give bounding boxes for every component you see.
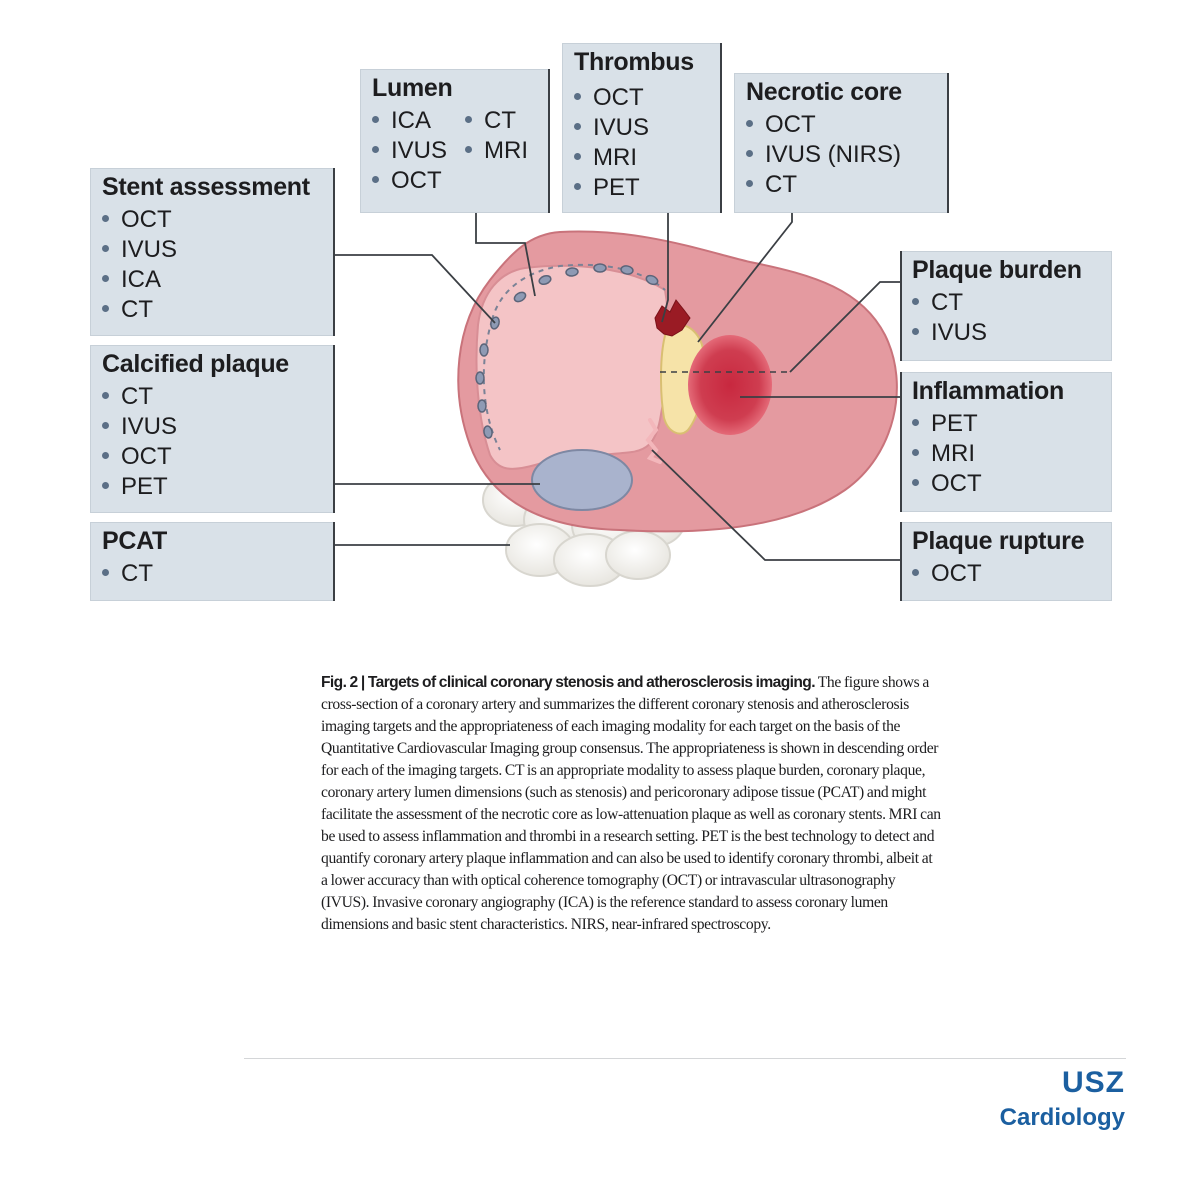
- list-item: PET: [102, 472, 177, 502]
- bullet-icon: [912, 298, 919, 306]
- list-item: MRI: [465, 136, 528, 166]
- plaque-rupture-box: Plaque rupture OCT: [900, 522, 1112, 601]
- bullet-icon: [746, 150, 753, 158]
- lumen-area: [475, 264, 670, 470]
- list-item: PET: [574, 173, 649, 203]
- bullet-icon: [102, 215, 109, 223]
- list-item: OCT: [912, 469, 982, 499]
- plaque-rupture: [645, 418, 662, 464]
- list-item: OCT: [574, 83, 649, 113]
- bullet-icon: [574, 123, 581, 131]
- list-item: IVUS: [102, 412, 177, 442]
- bullet-icon: [746, 180, 753, 188]
- list-item: CT: [746, 170, 901, 200]
- caption-lead: Fig. 2 | Targets of clinical coronary st…: [321, 674, 816, 691]
- brand-logo-usz: USZ: [1062, 1066, 1125, 1099]
- inflammation-box: Inflammation PET MRI OCT: [900, 372, 1112, 512]
- list-item: IVUS: [372, 136, 447, 166]
- artery-cross-section-illustration: [335, 213, 900, 587]
- list-item: OCT: [746, 110, 901, 140]
- lumen-modalities-col2: CT MRI: [465, 106, 528, 166]
- bullet-icon: [574, 153, 581, 161]
- list-item: CT: [102, 295, 177, 325]
- thrombus-modalities: OCT IVUS MRI PET: [574, 83, 649, 203]
- list-item: MRI: [574, 143, 649, 173]
- bullet-icon: [912, 569, 919, 577]
- leader-lines: [335, 213, 900, 561]
- stent-outline: [491, 263, 666, 321]
- list-item: CT: [465, 106, 528, 136]
- stent-assessment-box: Stent assessment OCT IVUS ICA CT: [90, 168, 335, 336]
- inflammation-title: Inflammation: [912, 377, 1064, 405]
- list-item: CT: [102, 559, 153, 589]
- inflammation-modalities: PET MRI OCT: [912, 409, 982, 499]
- list-item: IVUS: [574, 113, 649, 143]
- lumen-modalities-col1: ICA IVUS OCT: [372, 106, 447, 196]
- plaque-rupture-modalities: OCT: [912, 559, 982, 589]
- plaque-burden-modalities: CT IVUS: [912, 288, 987, 348]
- bullet-icon: [102, 482, 109, 490]
- lumen-title: Lumen: [372, 74, 453, 102]
- pcat-box: PCAT CT: [90, 522, 335, 601]
- bullet-icon: [102, 422, 109, 430]
- pcat-title: PCAT: [102, 527, 167, 555]
- bullet-icon: [912, 479, 919, 487]
- brand-department: Cardiology: [999, 1104, 1125, 1131]
- bullet-icon: [102, 275, 109, 283]
- bullet-icon: [465, 116, 472, 124]
- bullet-icon: [102, 392, 109, 400]
- calcified-plaque-box: Calcified plaque CT IVUS OCT PET: [90, 345, 335, 513]
- list-item: IVUS: [912, 318, 987, 348]
- calcified-plaque: [531, 449, 633, 511]
- bullet-icon: [912, 419, 919, 427]
- bullet-icon: [102, 305, 109, 313]
- plaque-rupture-title: Plaque rupture: [912, 527, 1085, 555]
- thrombus: [654, 299, 691, 337]
- bullet-icon: [912, 328, 919, 336]
- artery-cross-section-figure: Lumen ICA IVUS OCT CT MRI Thrombus OCT I…: [90, 43, 1112, 601]
- list-item: ICA: [102, 265, 177, 295]
- divider: [244, 1058, 1126, 1059]
- bullet-icon: [102, 452, 109, 460]
- list-item: IVUS (NIRS): [746, 140, 901, 170]
- stent-assessment-modalities: OCT IVUS ICA CT: [102, 205, 177, 325]
- figure-caption: Fig. 2 | Targets of clinical coronary st…: [321, 672, 941, 936]
- caption-body: The figure shows a cross-section of a co…: [321, 674, 941, 933]
- bullet-icon: [102, 569, 109, 577]
- calcified-plaque-title: Calcified plaque: [102, 350, 289, 378]
- calcified-plaque-modalities: CT IVUS OCT PET: [102, 382, 177, 502]
- bullet-icon: [372, 116, 379, 124]
- list-item: CT: [912, 288, 987, 318]
- thrombus-title: Thrombus: [574, 48, 694, 76]
- necrotic-core-title: Necrotic core: [746, 78, 902, 106]
- stent-assessment-title: Stent assessment: [102, 173, 310, 201]
- bullet-icon: [372, 146, 379, 154]
- bullet-icon: [746, 120, 753, 128]
- necrotic-core-box: Necrotic core OCT IVUS (NIRS) CT: [734, 73, 949, 213]
- bullet-icon: [574, 93, 581, 101]
- pcat-modalities: CT: [102, 559, 153, 589]
- bullet-icon: [102, 245, 109, 253]
- list-item: OCT: [912, 559, 982, 589]
- bullet-icon: [465, 146, 472, 154]
- list-item: IVUS: [102, 235, 177, 265]
- list-item: ICA: [372, 106, 447, 136]
- plaque-burden-box: Plaque burden CT IVUS: [900, 251, 1112, 361]
- list-item: MRI: [912, 439, 982, 469]
- list-item: PET: [912, 409, 982, 439]
- list-item: CT: [102, 382, 177, 412]
- bullet-icon: [574, 183, 581, 191]
- list-item: OCT: [372, 166, 447, 196]
- stent-outline-lower: [482, 319, 501, 451]
- inflammation-region: [688, 335, 772, 435]
- plaque-burden-title: Plaque burden: [912, 256, 1082, 284]
- necrotic-core-modalities: OCT IVUS (NIRS) CT: [746, 110, 901, 200]
- bullet-icon: [372, 176, 379, 184]
- list-item: OCT: [102, 442, 177, 472]
- thrombus-box: Thrombus OCT IVUS MRI PET: [562, 43, 722, 213]
- bullet-icon: [912, 449, 919, 457]
- list-item: OCT: [102, 205, 177, 235]
- lumen-box: Lumen ICA IVUS OCT CT MRI: [360, 69, 550, 213]
- stent-struts: [475, 263, 659, 439]
